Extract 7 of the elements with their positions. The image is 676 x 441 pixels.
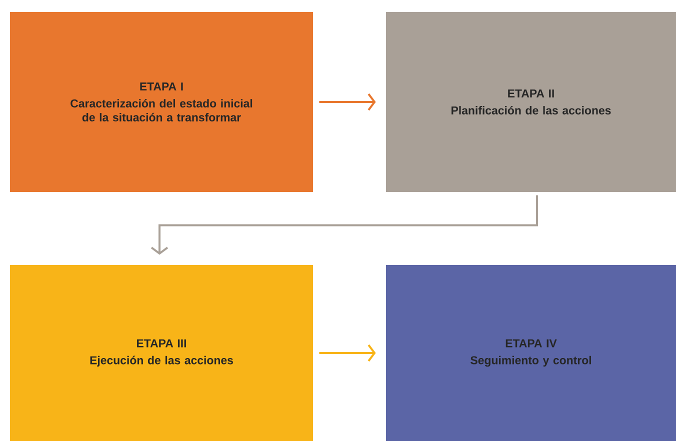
arrow [319, 93, 376, 111]
stage-box: ETAPA IV Seguimiento y control [386, 265, 676, 441]
stage-box: ETAPA III Ejecución de las acciones [10, 265, 313, 441]
stage-box: ETAPA I Caracterización del estado inicial de la situación a transformar [10, 12, 313, 192]
stage-box: ETAPA II Planificación de las acciones [386, 12, 676, 192]
arrow [150, 195, 538, 255]
arrow [319, 344, 376, 362]
